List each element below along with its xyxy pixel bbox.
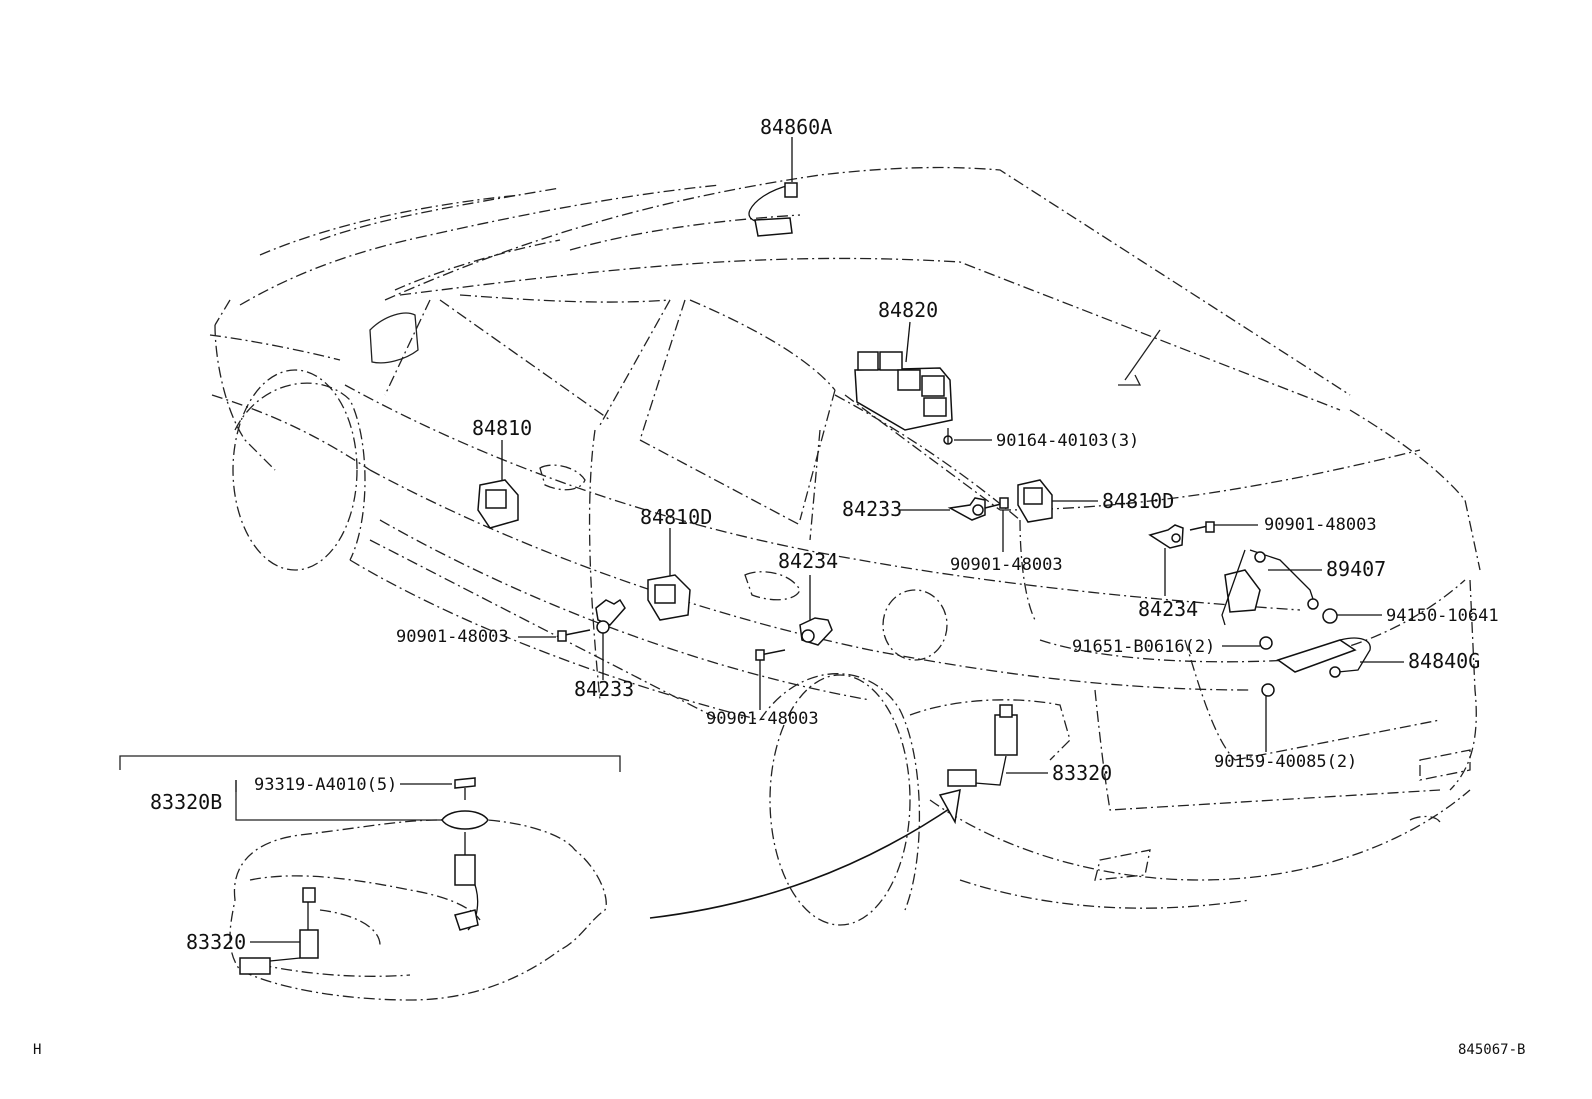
label-83320-inset: 83320 [186,930,246,954]
label-84840G: 84840G [1408,649,1480,673]
part-90901-screw-right [1189,521,1215,533]
part-90901-screw-left [557,629,591,642]
part-84810D-switch-right [1017,479,1053,523]
part-labels: 84860A 84820 90164-40103(3) 84810 84233 … [150,115,1499,954]
part-84810-switch [477,479,519,529]
label-83320-car: 83320 [1052,761,1112,785]
part-84234-courtesy-switch-mid [799,617,833,646]
part-84234-courtesy-switch-right [1148,524,1184,549]
car-body-outline [209,166,1481,926]
inset-fuel-tank [119,755,961,1001]
part-84840G-switch [1276,637,1371,678]
label-84234-mid: 84234 [778,549,838,573]
part-90159-screw [1261,683,1275,697]
label-90901-48003-mid: 90901-48003 [950,555,1063,575]
part-84820-master-switch [854,351,953,445]
label-90159-40085: 90159-40085(2) [1214,752,1357,772]
label-89407: 89407 [1326,557,1386,581]
leader-lines [250,137,1404,943]
part-94150-nut [1322,608,1338,624]
label-84233-low: 84233 [574,677,634,701]
part-89407-height-sensor [1221,549,1319,626]
label-84820: 84820 [878,298,938,322]
label-84810D-left: 84810D [640,505,712,529]
label-94150-10641: 94150-10641 [1386,606,1499,626]
part-84860A-sensor [748,182,798,237]
part-84233-courtesy-switch-low [595,598,626,634]
corner-code-left: H [33,1042,41,1058]
label-84233-mid: 84233 [842,497,902,521]
part-90901-screw-low [755,649,786,661]
label-84810D-right: 84810D [1102,489,1174,513]
label-90164-40103: 90164-40103(3) [996,431,1139,451]
part-90901-screw-mid [984,497,1009,509]
label-84810: 84810 [472,416,532,440]
label-84860A: 84860A [760,115,832,139]
part-83320-fuel-sender-car [947,704,1018,787]
label-84234-right: 84234 [1138,597,1198,621]
diagram-reference-number: 845067-B [1458,1042,1525,1058]
label-90901-48003-right: 90901-48003 [1264,515,1377,535]
label-90901-48003-low: 90901-48003 [706,709,819,729]
part-84233-courtesy-switch-mid [947,497,986,521]
label-93319-A4010: 93319-A4010(5) [254,775,397,795]
label-90901-48003-left: 90901-48003 [396,627,509,647]
label-83320B: 83320B [150,790,222,814]
part-91651-bolt [1259,636,1273,650]
part-84810D-switch-center [647,574,691,621]
label-91651-B0616: 91651-B0616(2) [1072,637,1215,657]
